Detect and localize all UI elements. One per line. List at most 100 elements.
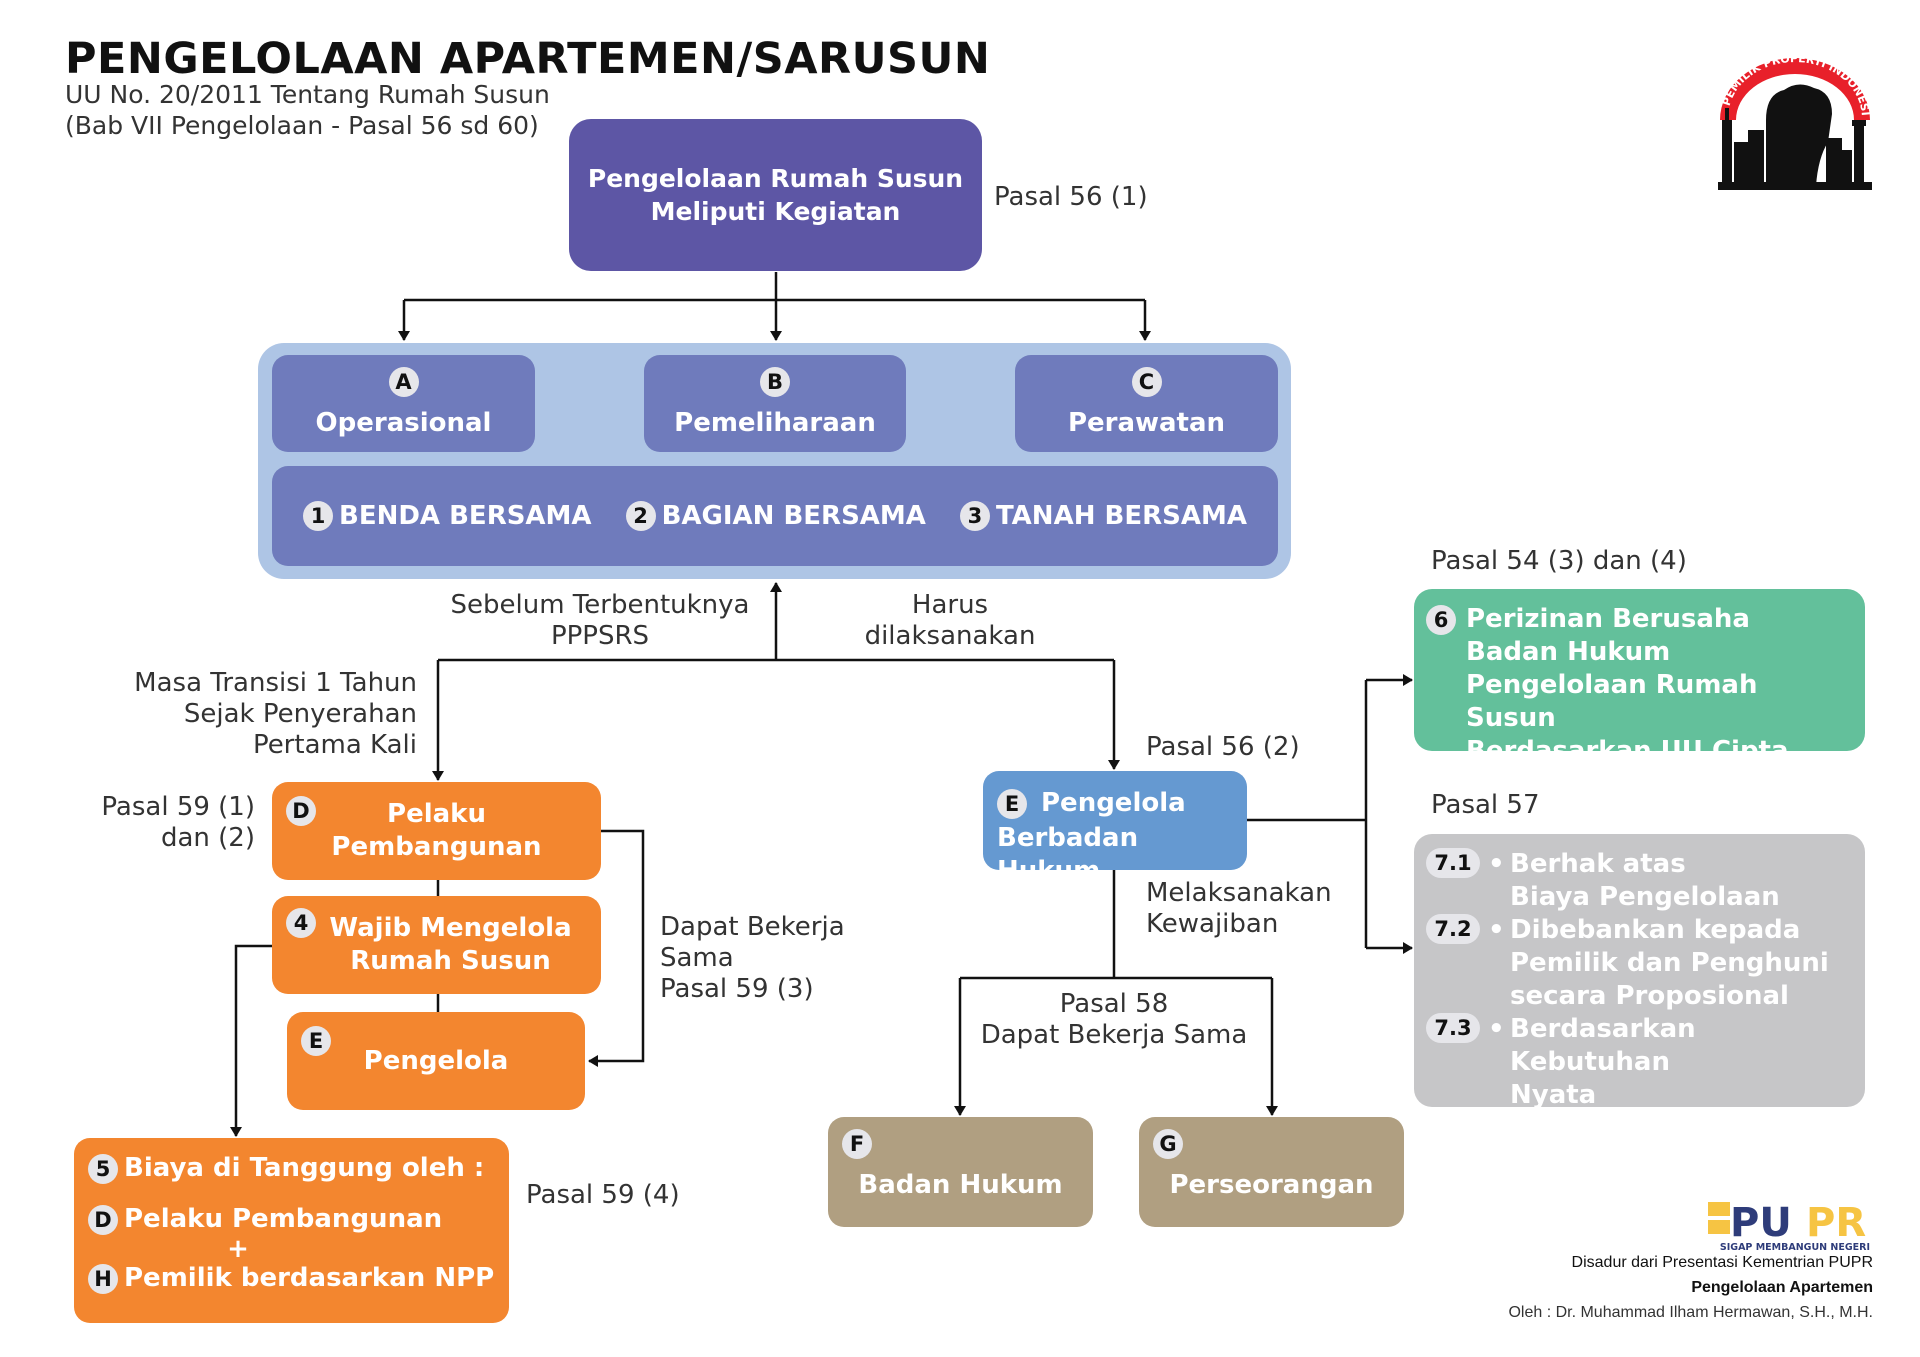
license-line: Perizinan Berusaha <box>1466 604 1750 634</box>
license-line: Badan Hukum <box>1466 637 1671 667</box>
activity-pemeliharaan: B Pemeliharaan <box>644 355 906 452</box>
node-pengelola-berbadan-hukum: E Pengelola Berbadan Hukum <box>983 771 1247 886</box>
note-line: Masa Transisi 1 Tahun <box>134 668 417 698</box>
badge-6: 6 <box>1426 605 1456 635</box>
license-line: Berdasarkan UU Cipta Kerja <box>1466 736 1789 799</box>
node-perseorangan: G Perseorangan <box>1139 1117 1404 1227</box>
activity-label: Pemeliharaan <box>674 408 876 438</box>
note-line: dan (2) <box>160 823 255 853</box>
note-line: Pasal 59 (3) <box>660 974 814 1004</box>
arrow-d-to-e <box>588 829 645 1067</box>
badge-1: 1 <box>303 501 334 531</box>
rights-item-7-1: 7.1 • Berhak atas Biaya Pengelolaan <box>1426 848 1853 914</box>
badge-b: B <box>760 367 790 397</box>
activity-label: Perawatan <box>1067 408 1226 438</box>
badge-c: C <box>1131 367 1162 397</box>
cost-heading-row: 5 Biaya di Tanggung oleh : <box>88 1152 495 1185</box>
badge-d: D <box>88 1204 118 1235</box>
note-line: Kewajiban <box>1146 909 1279 939</box>
rights-line: Pemilik dan Penghuni <box>1510 948 1829 978</box>
note-dapat-bekerja-sama-59-3: Dapat Bekerja Sama Pasal 59 (3) <box>660 912 845 1005</box>
badge-5: 5 <box>88 1153 118 1184</box>
rights-line: Berdasarkan Kebutuhan <box>1510 1014 1696 1077</box>
rights-item-7-2: 7.2 • Dibebankan kepada Pemilik dan Peng… <box>1426 914 1853 1013</box>
node-line: Pelaku <box>387 799 486 829</box>
rights-item-7-3: 7.3 • Berdasarkan Kebutuhan Nyata <box>1426 1013 1853 1112</box>
node-label: Pengelola <box>363 1045 509 1076</box>
badge-4: 4 <box>286 908 316 938</box>
note-pasal-56-2: Pasal 56 (2) <box>1146 732 1300 762</box>
bullet-icon: • <box>1488 849 1505 879</box>
cost-item: Pelaku Pembangunan <box>124 1204 443 1234</box>
pupr-tagline: SIGAP MEMBANGUN NEGERI <box>1720 1242 1870 1252</box>
pupr-emblem-icon: PU PR SIGAP MEMBANGUN NEGERI <box>1708 1200 1870 1253</box>
object-benda-bersama: 1 BENDA BERSAMA <box>303 500 592 533</box>
rights-line: Biaya Pengelolaan <box>1510 882 1780 912</box>
label-line: PPPSRS <box>550 621 650 651</box>
note-line: Dapat Bekerja <box>660 912 845 942</box>
rights-line: secara Proposional <box>1510 981 1789 1011</box>
badge-f: F <box>842 1129 872 1159</box>
badge-2: 2 <box>625 501 656 531</box>
label-line: dilaksanakan <box>864 621 1036 651</box>
object-label: BENDA BERSAMA <box>339 500 592 531</box>
pupr-logo-text-yellow: PR <box>1806 1200 1866 1246</box>
label-harus-dilaksanakan: Harus dilaksanakan <box>830 590 1070 652</box>
node-label: Badan Hukum <box>858 1170 1063 1200</box>
note-line: Pasal 59 (1) <box>101 792 255 822</box>
node-title-line2: Meliputi Kegiatan <box>650 197 901 226</box>
rights-lines: Dibebankan kepada Pemilik dan Penghuni s… <box>1510 914 1829 1013</box>
pupr-logo-text-navy: PU <box>1730 1200 1792 1246</box>
node-title-line1: Pengelolaan Rumah Susun <box>587 164 964 193</box>
note-line: Dapat Bekerja Sama <box>980 1020 1248 1050</box>
bullet-icon: • <box>1488 915 1505 945</box>
node-line: Pembangunan <box>331 832 542 862</box>
license-line: Pengelolaan Rumah Susun <box>1466 670 1758 733</box>
badge-3: 3 <box>959 501 990 531</box>
rights-lines: Berhak atas Biaya Pengelolaan <box>1510 848 1780 914</box>
note-melaksanakan-kewajiban: Melaksanakan Kewajiban <box>1146 878 1332 940</box>
node-line: Wajib Mengelola <box>329 913 572 943</box>
page-title: PENGELOLAAN APARTEMEN/SARUSUN <box>65 34 991 84</box>
credit-source: Disadur dari Presentasi Kementrian PUPR <box>1571 1254 1873 1271</box>
object-bagian-bersama: 2 BAGIAN BERSAMA <box>625 500 926 533</box>
node-line: Berbadan Hukum <box>997 823 1139 886</box>
raised-fist-city-icon: PEMILIK PROPERTI INDONESIA <box>1710 48 1872 190</box>
activity-operasional: A Operasional <box>272 355 535 452</box>
node-pengelola-orange: E Pengelola <box>287 1012 585 1110</box>
cost-item-row: D Pelaku Pembangunan <box>88 1203 495 1236</box>
node-header-row: E Pengelola <box>997 787 1186 820</box>
node-pelaku-pembangunan: D Pelaku Pembangunan <box>272 782 601 880</box>
subtitle-law: UU No. 20/2011 Tentang Rumah Susun <box>65 80 550 109</box>
object-label: TANAH BERSAMA <box>995 500 1247 531</box>
cost-plus: + <box>227 1234 249 1264</box>
pupr-logo: PU PR SIGAP MEMBANGUN NEGERI <box>1706 1196 1872 1253</box>
credit-title: Pengelolaan Apartemen <box>1691 1279 1873 1296</box>
activity-label: Operasional <box>315 408 492 438</box>
note-pasal-56-1: Pasal 56 (1) <box>994 182 1148 212</box>
badge-7-2: 7.2 <box>1426 914 1480 944</box>
badge-d: D <box>286 796 316 826</box>
note-pasal-57: Pasal 57 <box>1431 790 1540 820</box>
note-line: Melaksanakan <box>1146 878 1332 908</box>
arrow-4-to-5 <box>230 944 272 1137</box>
object-tanah-bersama: 3 TANAH BERSAMA <box>959 500 1247 533</box>
badge-a: A <box>388 367 419 397</box>
activity-perawatan: C Perawatan <box>1015 355 1278 452</box>
node-label: Perseorangan <box>1169 1170 1374 1200</box>
node-biaya-ditanggung: 5 Biaya di Tanggung oleh : D Pelaku Pemb… <box>74 1138 509 1323</box>
label-line: Harus <box>911 590 989 620</box>
note-pasal-58: Pasal 58 Dapat Bekerja Sama <box>964 989 1264 1051</box>
node-perizinan-berusaha: 6 Perizinan Berusaha Badan Hukum Pengelo… <box>1414 589 1865 799</box>
badge-e: E <box>301 1026 331 1056</box>
badge-7-1: 7.1 <box>1426 848 1480 878</box>
bullet-icon: • <box>1488 1014 1505 1044</box>
cost-heading: Biaya di Tanggung oleh : <box>124 1153 485 1183</box>
note-line: Pertama Kali <box>252 730 417 760</box>
note-pasal-54: Pasal 54 (3) dan (4) <box>1431 546 1687 576</box>
rights-line: Nyata <box>1510 1080 1597 1110</box>
badge-7-3: 7.3 <box>1426 1013 1480 1043</box>
badge-e: E <box>997 788 1027 819</box>
credit-author: Oleh : Dr. Muhammad Ilham Hermawan, S.H.… <box>1508 1304 1873 1321</box>
